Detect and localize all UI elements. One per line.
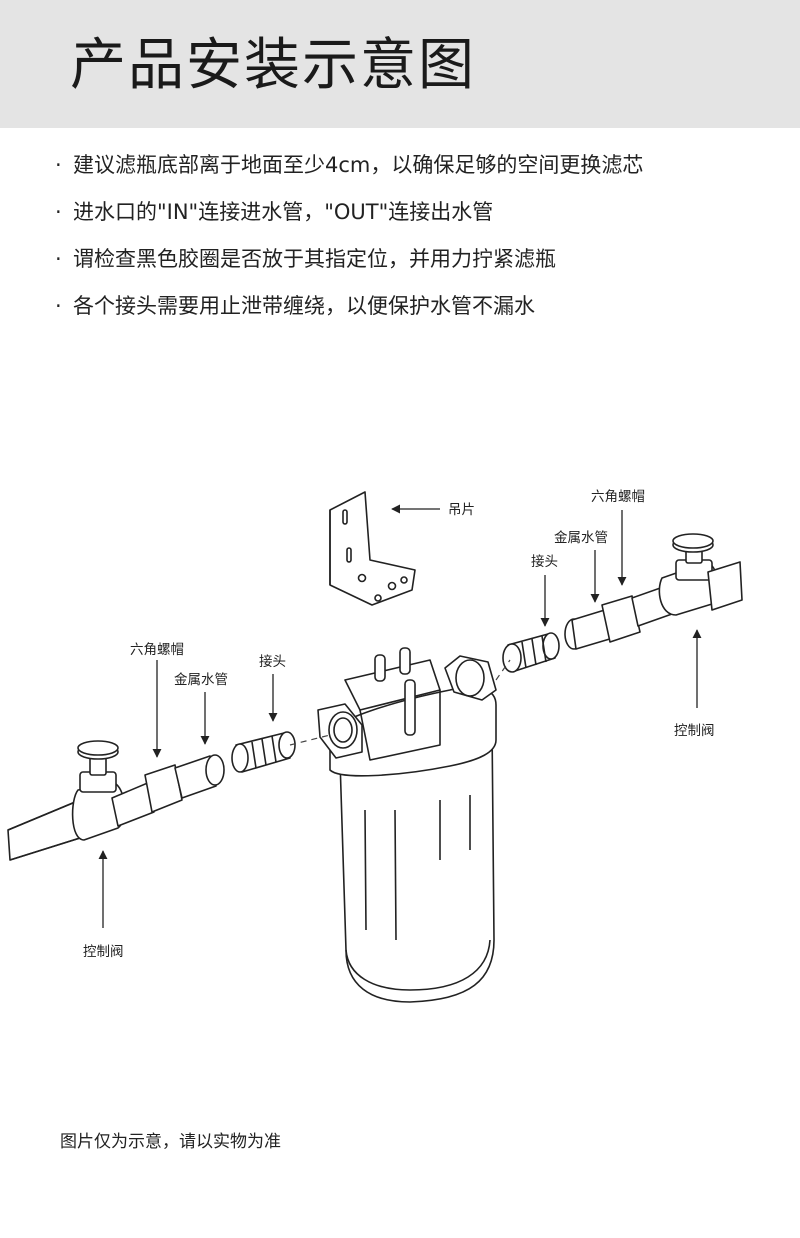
bullet: · (55, 200, 62, 224)
label-left-connector: 接头 (259, 653, 286, 670)
right-pipe-assembly (564, 533, 743, 650)
label-right-connector: 接头 (531, 553, 558, 570)
alignment-lines (289, 659, 511, 746)
installation-notes: · 建议滤瓶底部离于地面至少4cm，以确保足够的空间更换滤芯 · 进水口的"IN"连… (55, 142, 775, 330)
header-banner: 产品安装示意图 (0, 0, 800, 128)
note-text: 各个接头需要用止泄带缠绕，以便保护水管不漏水 (73, 294, 535, 318)
wall-bracket (329, 491, 416, 606)
callout-arrows (98, 504, 702, 928)
disclaimer: 图片仅为示意，请以实物为准 (60, 1132, 281, 1152)
filter-housing (317, 647, 497, 1003)
note-item: · 进水口的"IN"连接进水管，"OUT"连接出水管 (55, 189, 775, 236)
note-text: 谓检查黑色胶圈是否放于其指定位，并用力拧紧滤瓶 (73, 247, 556, 271)
label-bracket: 吊片 (448, 502, 475, 518)
label-right-valve: 控制阀 (674, 723, 715, 739)
right-connector (502, 632, 560, 673)
note-text: 建议滤瓶底部离于地面至少4cm，以确保足够的空间更换滤芯 (73, 153, 644, 177)
note-item: · 各个接头需要用止泄带缠绕，以便保护水管不漏水 (55, 283, 775, 330)
bullet: · (55, 247, 62, 271)
label-left-valve: 控制阀 (83, 944, 124, 960)
left-connector (231, 731, 296, 773)
note-item: · 建议滤瓶底部离于地面至少4cm，以确保足够的空间更换滤芯 (55, 142, 775, 189)
label-right-hex-nut: 六角螺帽 (591, 489, 645, 505)
label-left-metal-pipe: 金属水管 (174, 672, 228, 688)
left-pipe-assembly (7, 740, 225, 861)
page-title: 产品安装示意图 (70, 33, 476, 98)
bullet: · (55, 153, 62, 177)
note-item: · 谓检查黑色胶圈是否放于其指定位，并用力拧紧滤瓶 (55, 236, 775, 283)
bullet: · (55, 294, 62, 318)
installation-diagram: 吊片 六角螺帽 金属水管 接头 控制阀 六角螺帽 金属水管 接头 控制阀 (7, 489, 743, 1003)
note-text: 进水口的"IN"连接进水管，"OUT"连接出水管 (73, 200, 494, 224)
label-right-metal-pipe: 金属水管 (554, 530, 608, 546)
label-left-hex-nut: 六角螺帽 (130, 642, 184, 658)
